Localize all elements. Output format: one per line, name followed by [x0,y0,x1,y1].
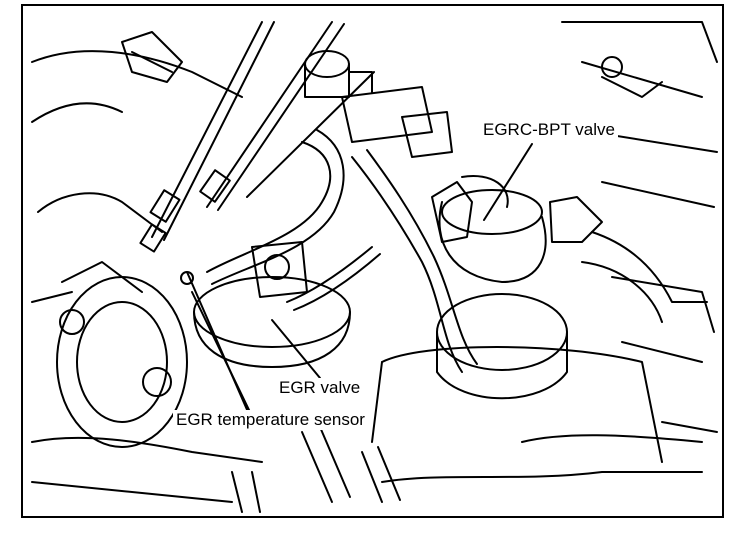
lower-pipes [231,426,401,513]
right-hose-clamp [549,56,708,323]
throttle-cables [139,21,375,253]
egr-hose [206,129,478,373]
label-egr-temperature-sensor: EGR temperature sensor [173,410,368,430]
reservoir-cap [371,293,663,463]
engine-illustration [31,21,718,513]
top-hose-connector [304,50,373,98]
pulley-assembly [56,261,188,448]
label-egr-valve: EGR valve [276,378,364,398]
egrc-bpt-valve-body [341,86,547,283]
egr-temperature-sensor-marker [180,271,194,285]
diagram-frame: EGRC-BPT valve EGR valve EGR temperature… [21,4,724,518]
label-egrc-bpt-valve: EGRC-BPT valve [480,120,618,140]
egr-valve-body [193,241,381,368]
leader-egr-valve [271,319,321,379]
bracket [121,31,183,83]
leader-lines [186,143,533,413]
leader-sensor-b [191,291,251,413]
leader-egrc-bpt [483,143,533,221]
